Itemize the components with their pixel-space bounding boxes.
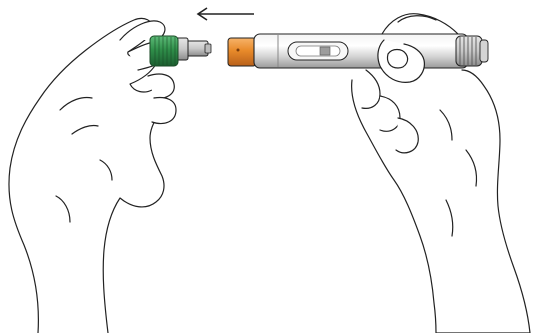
left-hand	[9, 18, 176, 333]
direction-arrow	[198, 8, 254, 20]
pen-knob	[456, 36, 488, 66]
needle-hub	[150, 36, 211, 66]
pen-orange-tip	[228, 38, 256, 66]
pen	[228, 34, 488, 68]
pen-body	[254, 34, 468, 68]
